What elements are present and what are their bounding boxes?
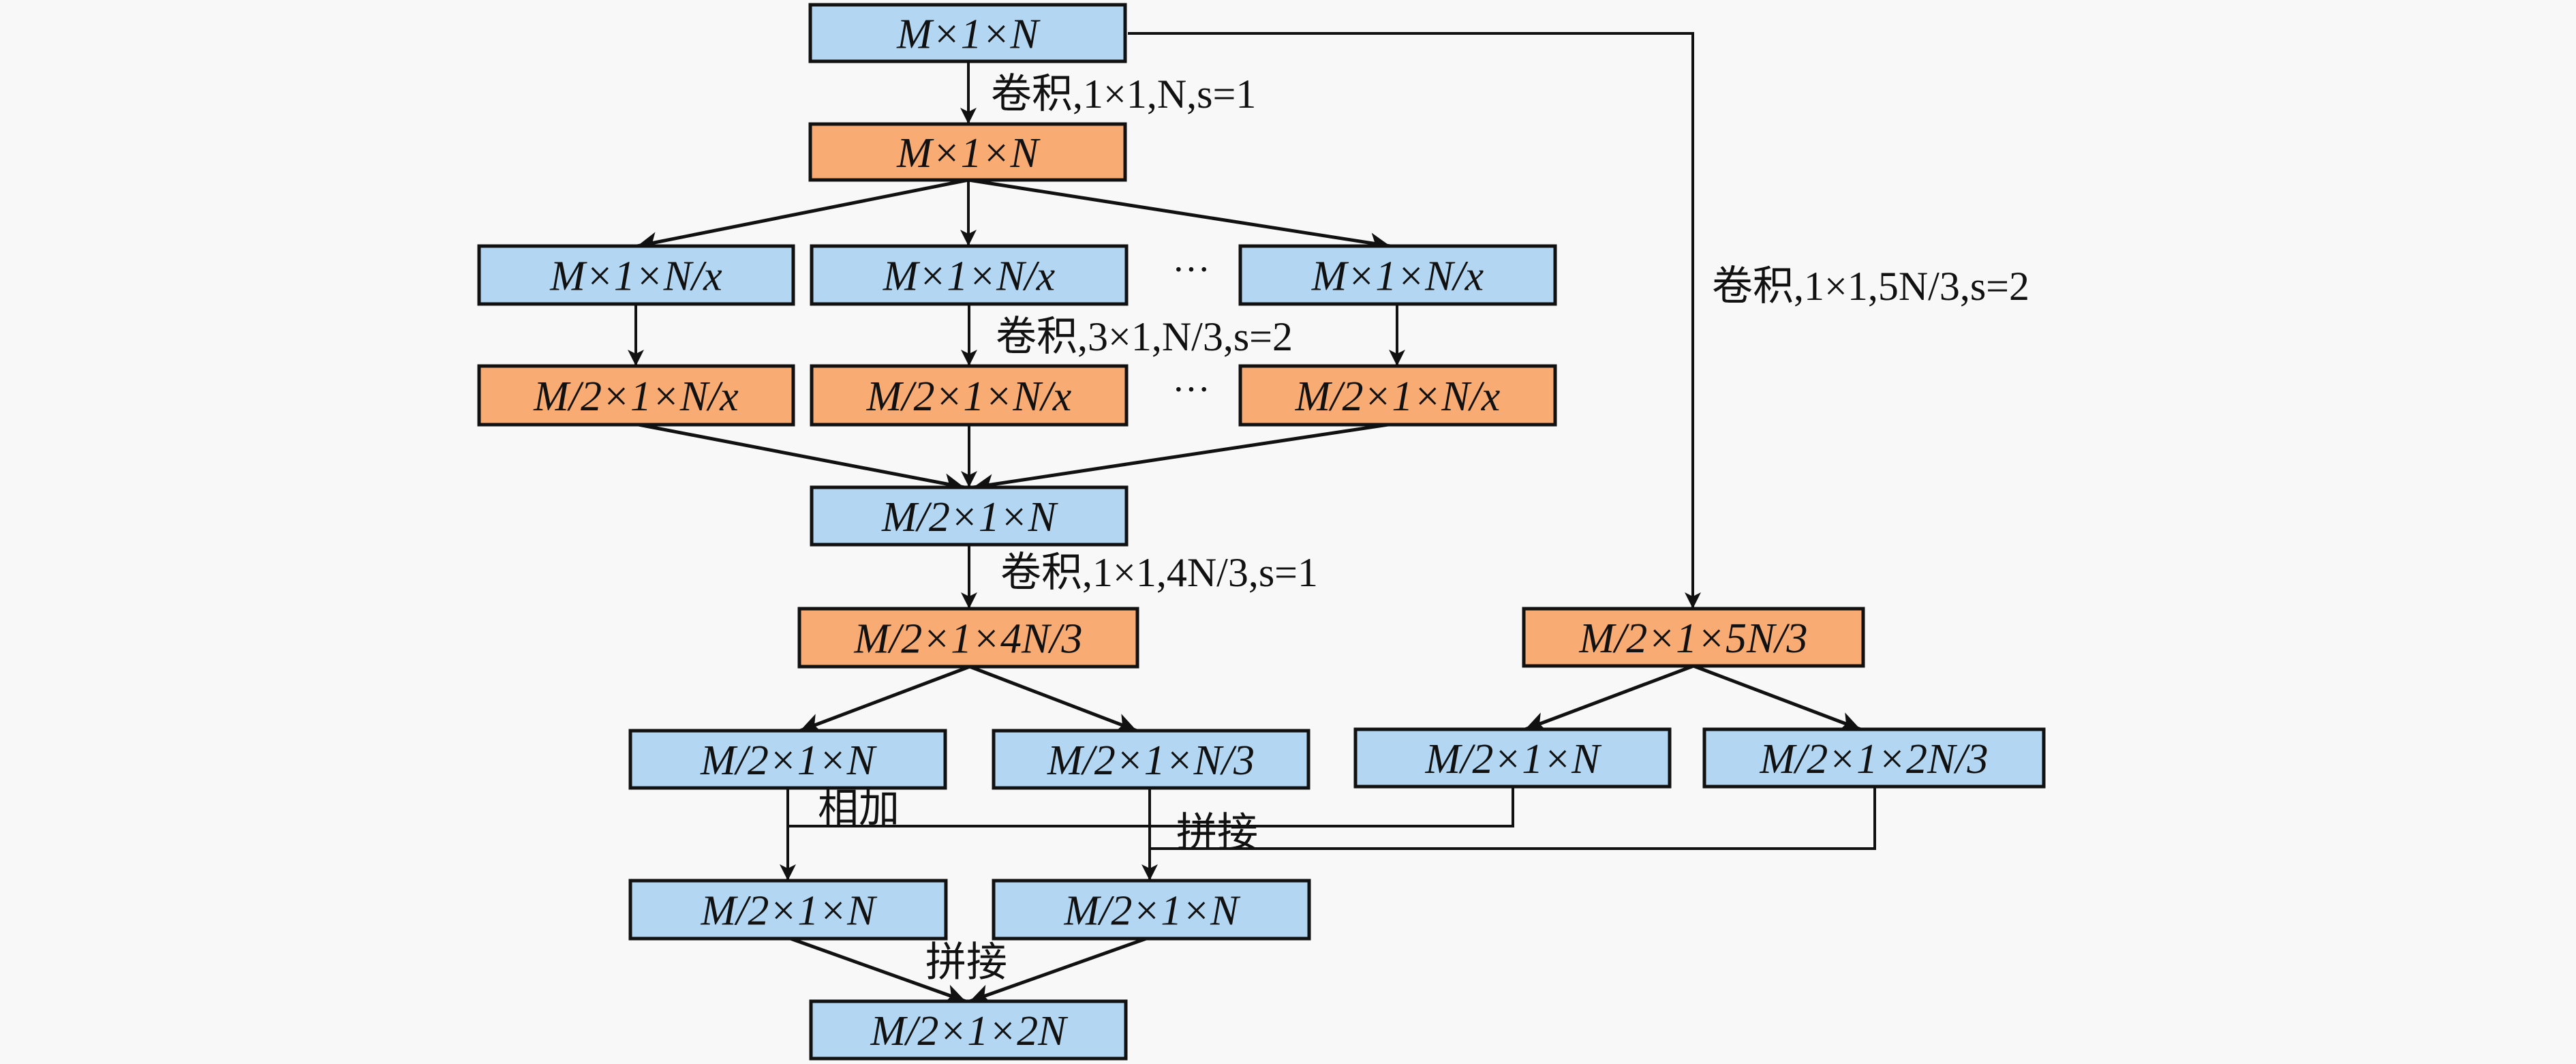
node-box bbox=[1238, 364, 1557, 427]
node-label: M/2×1×N bbox=[701, 888, 878, 934]
edge-group-x-to-merged bbox=[972, 423, 1389, 495]
node-box bbox=[1238, 244, 1557, 306]
labels-layer: 卷积,1×1,N,s=1 卷积,3×1,N/3,s=2 卷积,1×1,4N/3,… bbox=[818, 72, 2029, 985]
edge-label-concat-final: 拼接 bbox=[925, 940, 1007, 985]
node-label: M/2×1×4N/3 bbox=[853, 616, 1082, 663]
node-box bbox=[810, 485, 1129, 547]
node-group-conv-2: M/2×1×N/x bbox=[810, 364, 1129, 427]
node-box bbox=[992, 879, 1311, 941]
node-label: M/2×1×N/x bbox=[533, 374, 739, 420]
node-box bbox=[808, 122, 1127, 182]
ellipsis-row-group-conv: ··· bbox=[1172, 369, 1210, 411]
edge-short-a-to-add bbox=[788, 787, 1514, 827]
node-label: M/2×1×N bbox=[881, 494, 1059, 541]
edge-conv1-to-split-x bbox=[968, 178, 1391, 254]
node-box bbox=[1353, 727, 1672, 789]
edge-label-concat-mid: 拼接 bbox=[1176, 810, 1258, 855]
ellipsis-row-split: ··· bbox=[1172, 249, 1210, 291]
node-label: M/2×1×2N/3 bbox=[1759, 736, 1988, 782]
node-label: M/2×1×N bbox=[700, 738, 878, 784]
node-box bbox=[808, 3, 1127, 63]
node-input: M×1×N bbox=[808, 3, 1127, 63]
edge-label-shortcut-conv: 卷积,1×1,5N/3,s=2 bbox=[1712, 264, 2029, 309]
node-group-conv-x: M/2×1×N/x bbox=[1238, 364, 1557, 427]
edge-short-b-to-concat bbox=[1150, 787, 1876, 850]
node-box bbox=[477, 244, 795, 306]
edge-conv1-to-split-1 bbox=[637, 178, 969, 252]
node-box bbox=[992, 729, 1310, 790]
node-short-split-a: M/2×1×N bbox=[1353, 727, 1672, 789]
nodes-layer: M×1×N M×1×N M×1×N/x M×1×N/x M×1×N/xM/2×1×N/x… bbox=[477, 3, 2046, 1061]
node-label: M/2×1×5N/3 bbox=[1578, 615, 1807, 662]
node-conv3-out: M/2×1×4N/3 bbox=[797, 607, 1139, 669]
node-box bbox=[628, 729, 947, 790]
edge-label-add: 相加 bbox=[818, 786, 900, 831]
node-split-x: M×1×N/x bbox=[1238, 244, 1557, 306]
node-split-1: M×1×N/x bbox=[477, 244, 795, 306]
node-merged: M/2×1×N bbox=[810, 485, 1129, 547]
node-label: M×1×N bbox=[896, 130, 1041, 177]
edge-add-to-output bbox=[790, 937, 966, 1005]
node-box bbox=[1522, 607, 1865, 668]
node-box bbox=[477, 364, 795, 427]
edge-input-shortcut bbox=[1128, 32, 1701, 609]
edge-shortcut-to-short-a bbox=[1524, 664, 1694, 732]
node-label: M/2×1×N bbox=[1064, 888, 1242, 934]
edge-label-conv1: 卷积,1×1,N,s=1 bbox=[991, 72, 1256, 117]
node-conv1-out: M×1×N bbox=[808, 122, 1127, 182]
node-main-split-b: M/2×1×N/3 bbox=[992, 729, 1310, 790]
node-label: M/2×1×N/x bbox=[866, 374, 1072, 420]
node-short-split-b: M/2×1×2N/3 bbox=[1702, 727, 2046, 789]
edges-layer bbox=[628, 32, 1876, 1005]
edge-conv3-to-main-a bbox=[799, 665, 970, 733]
node-label: M/2×1×N/3 bbox=[1047, 738, 1255, 784]
node-label: M/2×1×N/x bbox=[1295, 374, 1501, 420]
node-group-conv-1: M/2×1×N/x bbox=[477, 364, 795, 427]
node-shortcut-out: M/2×1×5N/3 bbox=[1522, 607, 1865, 668]
node-output: M/2×1×2N bbox=[809, 999, 1128, 1061]
edge-concat-to-output bbox=[969, 937, 1147, 1005]
node-add-result: M/2×1×N bbox=[628, 879, 948, 941]
node-label: M/2×1×N bbox=[1425, 736, 1603, 782]
node-box bbox=[809, 999, 1128, 1061]
node-concat-result: M/2×1×N bbox=[992, 879, 1311, 941]
node-label: M/2×1×2N bbox=[870, 1008, 1069, 1054]
edge-label-conv3: 卷积,1×1,4N/3,s=1 bbox=[1000, 550, 1318, 595]
node-box bbox=[797, 607, 1139, 669]
node-label: M×1×N/x bbox=[1311, 254, 1484, 300]
edge-shortcut-to-short-b bbox=[1693, 664, 1861, 732]
node-box bbox=[1702, 727, 2046, 789]
edge-conv3-to-main-b bbox=[969, 665, 1137, 733]
edge-label-group-conv: 卷积,3×1,N/3,s=2 bbox=[996, 314, 1293, 359]
node-box bbox=[810, 364, 1129, 427]
node-label: M×1×N/x bbox=[883, 254, 1056, 300]
node-split-2: M×1×N/x bbox=[810, 244, 1129, 306]
node-box bbox=[628, 879, 948, 941]
edge-group-1-to-merged bbox=[638, 423, 965, 494]
node-box bbox=[810, 244, 1129, 306]
node-label: M×1×N bbox=[896, 12, 1041, 58]
node-main-split-a: M/2×1×N bbox=[628, 729, 947, 790]
node-label: M×1×N/x bbox=[549, 254, 722, 300]
